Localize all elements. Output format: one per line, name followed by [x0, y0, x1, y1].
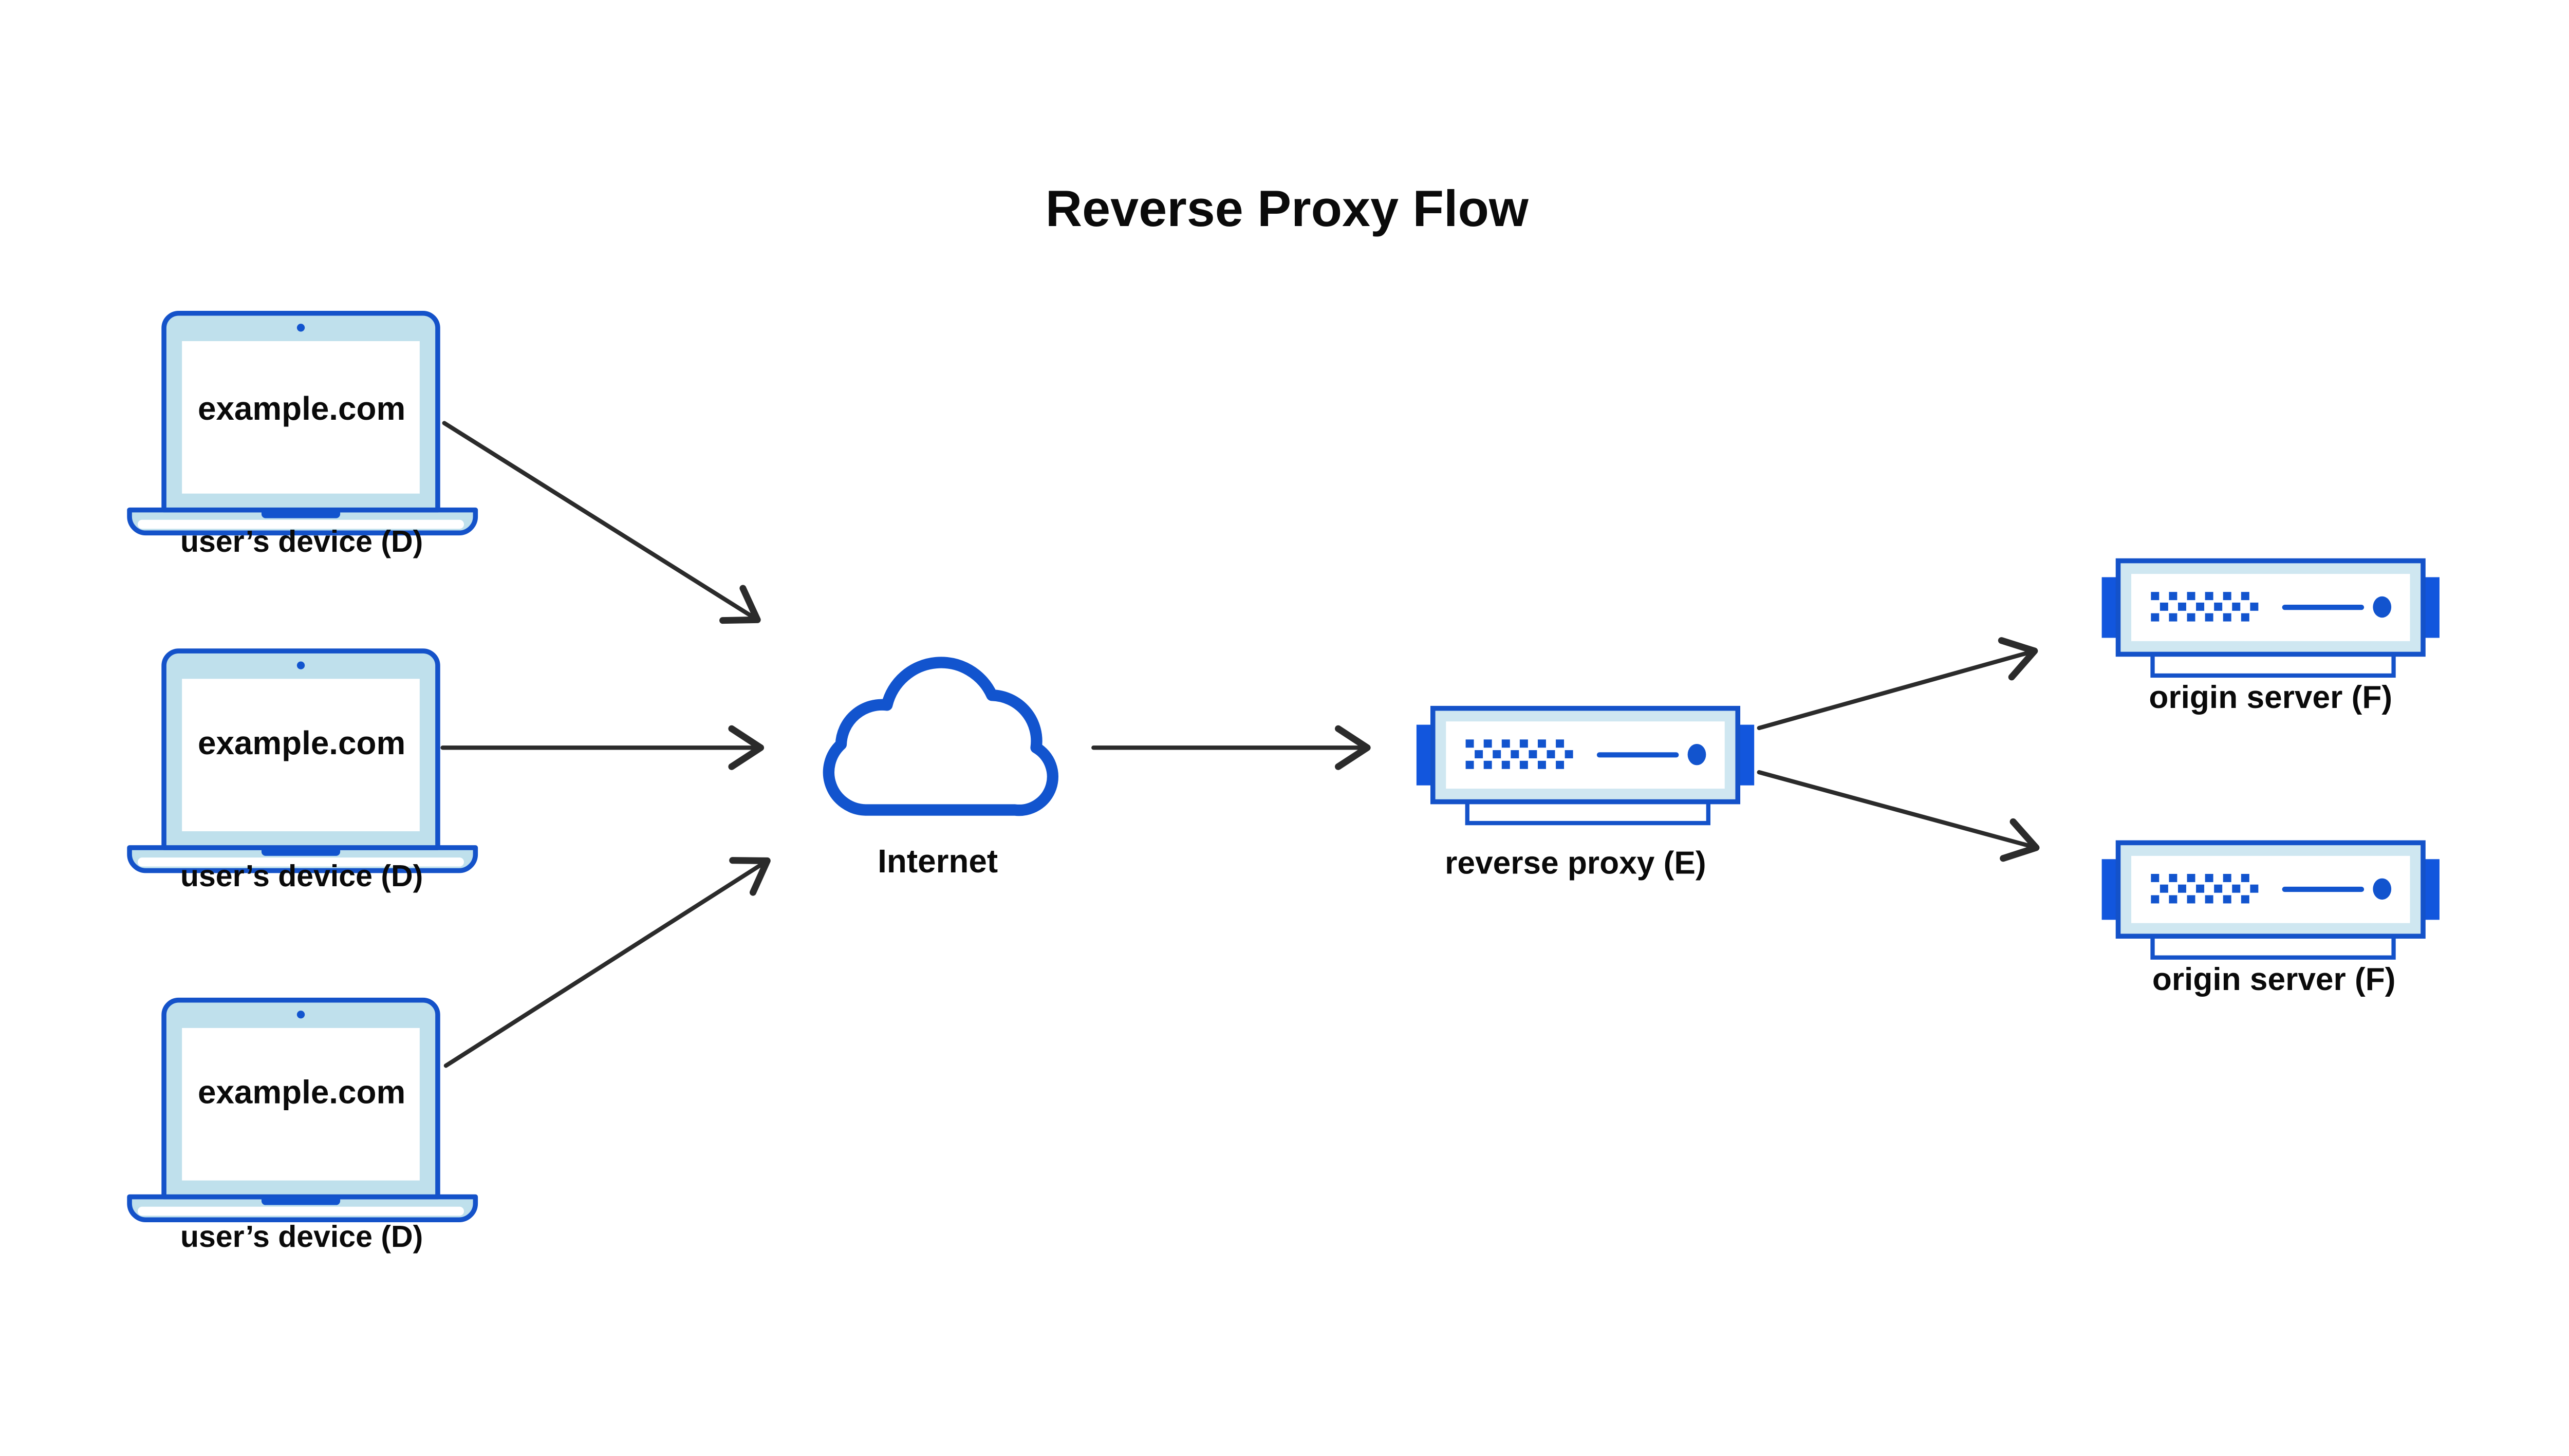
reverse-proxy-label: reverse proxy (E): [1445, 845, 1706, 881]
origin-server1-label: origin server (F): [2149, 680, 2392, 715]
origin-server2-label: origin server (F): [2152, 962, 2396, 997]
server-icon: [2102, 843, 2440, 957]
cloud-icon: [823, 657, 1058, 816]
device1-label: user’s device (D): [180, 525, 423, 558]
device-node-2: example.com user’s device (D): [129, 651, 475, 893]
device3-label: user’s device (D): [180, 1220, 423, 1254]
server-icon: [2102, 561, 2440, 676]
device-node-1: example.com user’s device (D): [129, 313, 475, 558]
arrow-proxy-to-origin2: [1757, 770, 2040, 862]
internet-node: Internet: [823, 657, 1058, 880]
server-icon: [1417, 708, 1754, 823]
arrow-device1-to-internet: [442, 421, 761, 624]
reverse-proxy-node: reverse proxy (E): [1417, 708, 1754, 881]
device1-screen-url: example.com: [198, 390, 405, 427]
arrow-device3-to-internet: [443, 857, 771, 1068]
device2-screen-url: example.com: [198, 724, 405, 761]
arrow-proxy-to-origin1: [1757, 637, 2038, 731]
origin-server-node-1: origin server (F): [2102, 561, 2440, 715]
device-node-3: example.com user’s device (D): [129, 1000, 475, 1254]
device2-label: user’s device (D): [180, 859, 423, 893]
device3-screen-url: example.com: [198, 1074, 405, 1111]
page-title: Reverse Proxy Flow: [1046, 180, 1529, 237]
origin-server-node-2: origin server (F): [2102, 843, 2440, 997]
internet-label: Internet: [878, 843, 998, 880]
